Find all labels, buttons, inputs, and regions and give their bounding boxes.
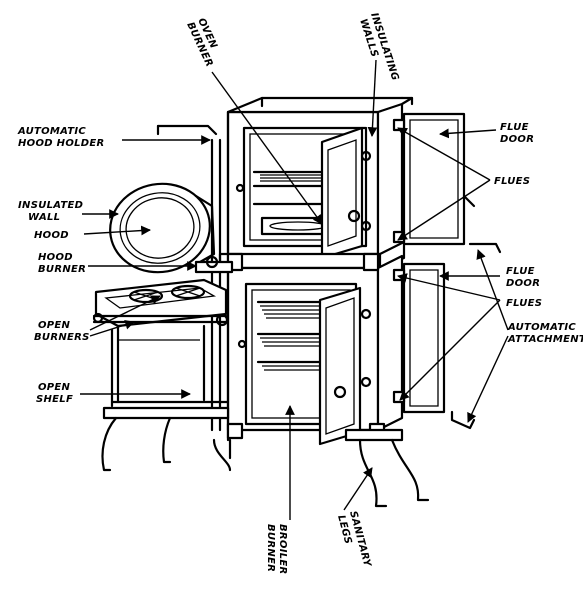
label-insulated-wall-2: WALL bbox=[28, 212, 60, 223]
label-hood-burner-1: HOOD bbox=[38, 252, 73, 263]
label-flue-door-top-2: DOOR bbox=[500, 134, 534, 145]
label-broiler-burner-2: BURNER bbox=[265, 524, 276, 572]
flue-door-upper bbox=[402, 112, 466, 246]
cabinet-top bbox=[226, 96, 414, 114]
label-broiler-burner-1: BROILER bbox=[277, 524, 288, 575]
label-open-burners-1: OPEN bbox=[38, 320, 71, 331]
label-open-shelf-2: SHELF bbox=[36, 394, 73, 405]
label-flues-top: FLUES bbox=[494, 176, 530, 187]
leader-lines bbox=[80, 59, 509, 520]
label-automatic-hood-holder-2: HOOD HOLDER bbox=[18, 138, 105, 149]
label-open-shelf-1: OPEN bbox=[38, 382, 71, 393]
label-automatic-attachments-1: AUTOMATIC bbox=[507, 322, 576, 333]
label-flue-door-top-1: FLUE bbox=[500, 122, 529, 133]
label-hood-burner-2: BURNER bbox=[38, 264, 86, 275]
label-open-burners-2: BURNERS bbox=[34, 332, 90, 343]
label-flues-bottom: FLUES bbox=[506, 298, 542, 309]
open-shelf bbox=[102, 406, 230, 420]
label-flue-door-bottom-2: DOOR bbox=[506, 278, 540, 289]
label-insulated-wall-1: INSULATED bbox=[18, 200, 83, 211]
label-automatic-attachments-2: ATTACHMENTS bbox=[507, 334, 583, 345]
stove-illustration bbox=[92, 96, 502, 508]
flue-door-lower bbox=[402, 262, 446, 414]
label-hood: HOOD bbox=[34, 230, 69, 241]
open-burner-grates bbox=[128, 284, 206, 304]
label-flue-door-bottom-1: FLUE bbox=[506, 266, 535, 277]
hood bbox=[109, 182, 216, 274]
lower-oven-side bbox=[376, 254, 404, 432]
label-automatic-hood-holder-1: AUTOMATIC bbox=[17, 126, 86, 137]
